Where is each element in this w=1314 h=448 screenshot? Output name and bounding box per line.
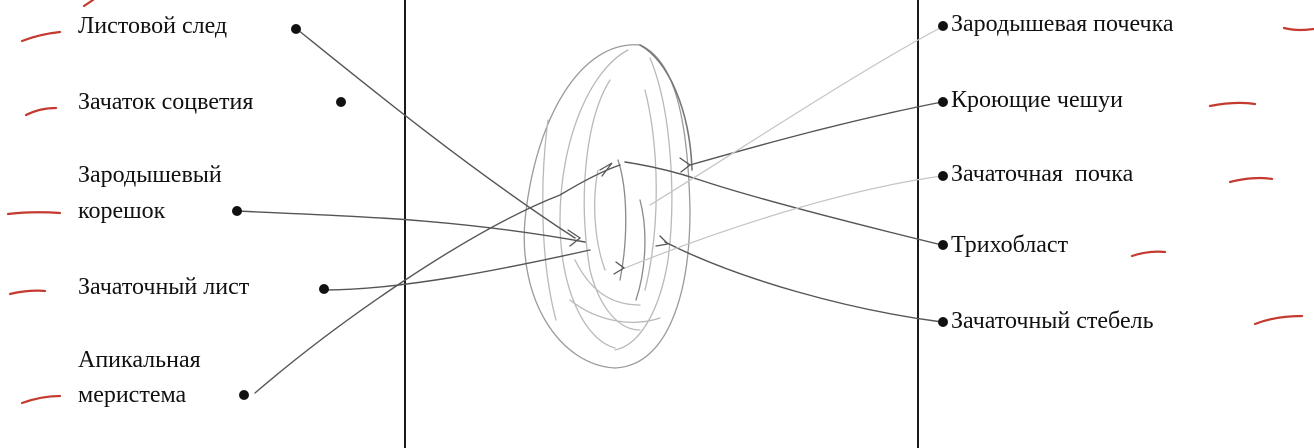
connector-lines: [238, 30, 942, 393]
marker-dash: [1255, 316, 1302, 324]
connector-lines-light: [625, 27, 942, 268]
label-zachatochnyi-stebel: Зачаточный стебель: [951, 307, 1154, 335]
marker-dash: [1210, 103, 1255, 106]
marker-dash: [26, 108, 56, 115]
label-trikhoblast: Трихобласт: [951, 231, 1068, 259]
connector-trikhoblast: [625, 162, 942, 245]
dot-zachatochnyi-stebel: [938, 317, 948, 327]
marker-dash: [1230, 178, 1272, 182]
label-kroyushchie-cheshui: Кроющие чешуи: [951, 86, 1123, 114]
arrowhead: [600, 163, 612, 176]
dot-apikalnaya-meristema: [239, 390, 249, 400]
dot-zachatok-socvetiya: [336, 97, 346, 107]
marker-dash: [22, 396, 60, 403]
connector-zachatochnaya-pochka: [625, 176, 942, 268]
label-zachatok-socvetiya: Зачаток соцветия: [78, 88, 253, 116]
connector-zachatochnyi-list: [323, 250, 590, 290]
connector-zachatochnyi-stebel: [665, 242, 942, 322]
label-zachatochnyi-list: Зачаточный лист: [78, 273, 249, 301]
dot-trikhoblast: [938, 240, 948, 250]
marker-dash: [1132, 252, 1165, 256]
arrowhead: [656, 236, 668, 246]
marker-dashes: [8, 0, 1314, 403]
dot-zarodyshevyi-koreshok: [232, 206, 242, 216]
label-apikalnaya-meristema-line1: Апикальная: [78, 346, 201, 374]
marker-dash: [22, 32, 60, 41]
label-zarodyshevyi-koreshok-line1: Зародышевый: [78, 161, 222, 189]
marker-dash: [84, 0, 93, 6]
bud-sketch: [524, 45, 692, 368]
marker-dash: [10, 291, 45, 294]
dot-zachatochnaya-pochka: [938, 171, 948, 181]
connector-zarodyshevaya-pochechka: [650, 27, 942, 205]
connector-kroyushchie-cheshui: [690, 102, 942, 165]
marker-dash: [1284, 28, 1314, 30]
label-listovoi-sled: Листовой след: [78, 12, 227, 40]
dot-zachatochnyi-list: [319, 284, 329, 294]
marker-dash: [8, 212, 60, 214]
label-apikalnaya-meristema-line2: меристема: [78, 381, 186, 409]
dot-kroyushchie-cheshui: [938, 97, 948, 107]
label-zarodyshevyi-koreshok-line2: корешок: [78, 197, 165, 225]
connector-apikalnaya-meristema: [255, 165, 620, 393]
label-dots: [232, 21, 948, 400]
label-zachatochnaya-pochka: Зачаточная почка: [951, 160, 1133, 188]
label-zarodyshevaya-pochechka: Зародышевая почечка: [951, 10, 1174, 38]
dot-zarodyshevaya-pochechka: [938, 21, 948, 31]
dot-listovoi-sled: [291, 24, 301, 34]
connector-zarodyshevyi-koreshok: [238, 211, 585, 242]
